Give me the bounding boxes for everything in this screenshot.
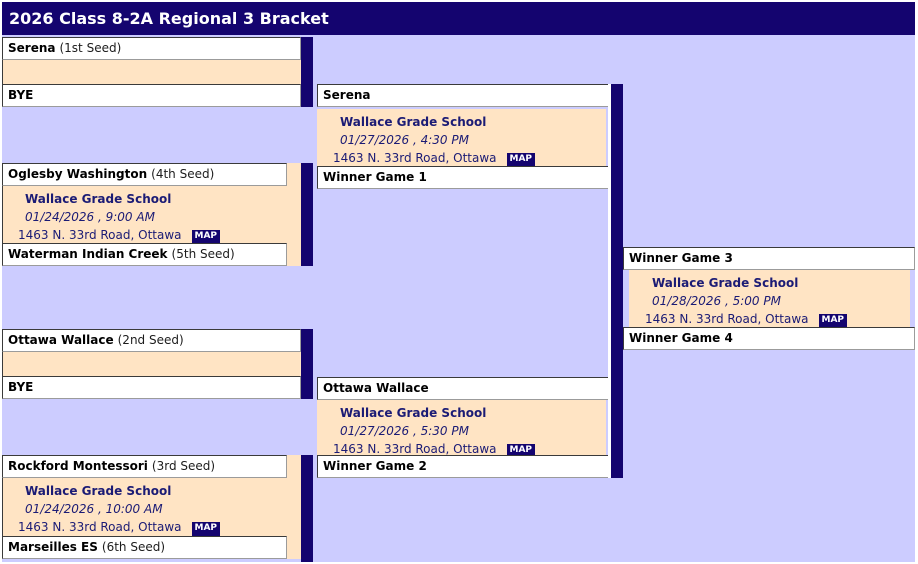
team-seed: (4th Seed) [151,167,215,181]
map-link[interactable]: MAP [191,230,221,243]
game-venue: Wallace Grade School [340,115,487,129]
round1-match3-separator [2,352,301,376]
round3-match1-top-team-row: Winner Game 3 [623,247,915,270]
team-seed: (6th Seed) [101,540,166,554]
round1-match4-game-info: Wallace Grade School 01/24/2026 , 10:00 … [2,478,301,536]
game-venue: Wallace Grade School [340,406,487,420]
connector-bar [301,163,313,266]
game-datetime: 01/27/2026 , 5:30 PM [340,424,469,438]
round2-match1-bottom-team-row: Winner Game 1 [317,166,609,189]
round1-match3-bottom-team-row: BYE [2,376,301,399]
map-link[interactable]: MAP [506,444,536,455]
game-datetime: 01/24/2026 , 9:00 AM [25,210,155,224]
game-datetime: 01/24/2026 , 10:00 AM [25,502,163,516]
page-title: 2026 Class 8-2A Regional 3 Bracket [9,9,329,28]
round2-match1-game-box: Wallace Grade School 01/27/2026 , 4:30 P… [317,109,606,166]
team-name: Winner Game 3 [629,251,733,265]
team-name: Rockford Montessori [8,459,148,473]
round1-match2-game-info: Wallace Grade School 01/24/2026 , 9:00 A… [2,186,301,243]
team-seed: (1st Seed) [59,41,122,55]
round1-match4-bottom-team-row: Marseilles ES(6th Seed) [2,536,287,559]
round2-match2-top-team-row: Ottawa Wallace [317,377,609,400]
team-name: Winner Game 1 [323,170,427,184]
connector-bar [301,329,313,399]
connector-bar [611,84,623,478]
game-datetime: 01/28/2026 , 5:00 PM [652,294,781,308]
map-link[interactable]: MAP [191,522,221,536]
round1-match1-top-team-row: Serena(1st Seed) [2,37,301,60]
round1-match4-top-team-row: Rockford Montessori(3rd Seed) [2,455,287,478]
team-seed: (2nd Seed) [117,333,184,347]
page-header: 2026 Class 8-2A Regional 3 Bracket [2,2,915,35]
team-name: Marseilles ES [8,540,98,554]
team-name: Ottawa Wallace [8,333,114,347]
team-name: Winner Game 4 [629,331,733,345]
team-seed: (5th Seed) [171,247,235,261]
round1-match1-bottom-team-row: BYE [2,84,301,107]
connector-bar [301,37,313,107]
map-link[interactable]: MAP [506,153,536,166]
round2-match1-top-team-row: Serena [317,84,609,107]
team-name: Winner Game 2 [323,459,427,473]
team-name: Serena [323,88,371,102]
team-seed: (3rd Seed) [151,459,216,473]
game-venue: Wallace Grade School [25,484,172,498]
team-name: Ottawa Wallace [323,381,429,395]
round1-match2-top-team-row: Oglesby Washington(4th Seed) [2,163,287,186]
map-link[interactable]: MAP [818,314,848,327]
round1-match1-separator [2,60,301,84]
game-venue: Wallace Grade School [25,192,172,206]
team-name: Waterman Indian Creek [8,247,168,261]
round2-match2-bottom-team-row: Winner Game 2 [317,455,609,478]
round1-match3-top-team-row: Ottawa Wallace(2nd Seed) [2,329,301,352]
round2-match2-game-box: Wallace Grade School 01/27/2026 , 5:30 P… [317,400,606,455]
round3-match1-bottom-team-row: Winner Game 4 [623,327,915,350]
game-datetime: 01/27/2026 , 4:30 PM [340,133,469,147]
connector-gap [608,84,611,478]
round3-match1-game-box: Wallace Grade School 01/28/2026 , 5:00 P… [629,270,910,327]
game-venue: Wallace Grade School [652,276,799,290]
team-name: Oglesby Washington [8,167,148,181]
team-name: BYE [8,88,34,102]
team-name: BYE [8,380,34,394]
connector-bar [301,455,313,562]
round1-match2-bottom-team-row: Waterman Indian Creek(5th Seed) [2,243,287,266]
team-name: Serena [8,41,56,55]
